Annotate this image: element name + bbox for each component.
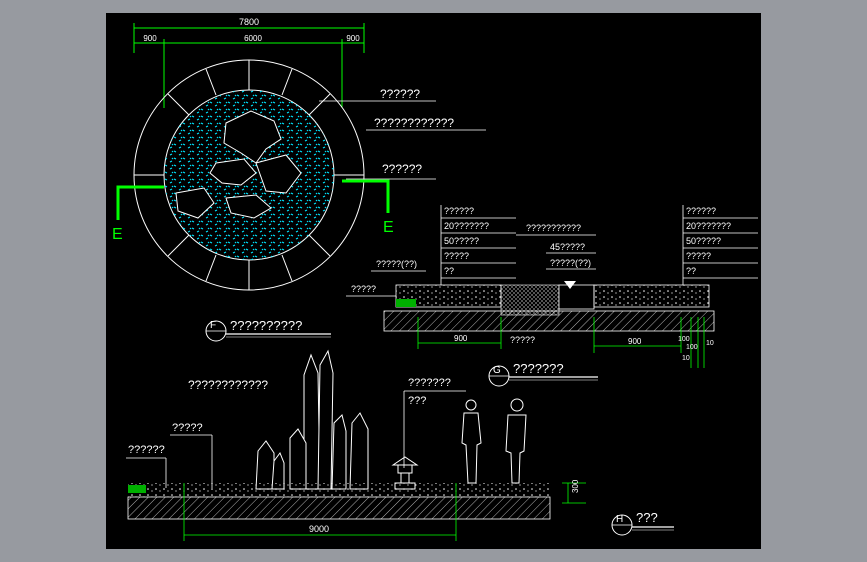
section-f-title: ??????????	[230, 318, 302, 333]
dim-right: 900	[346, 34, 360, 43]
elevation-label-3: ???????	[408, 377, 451, 389]
plan-dimensions	[133, 23, 365, 108]
section-cut-label-left: E	[112, 226, 123, 243]
f-right-label-1: ??????	[686, 206, 716, 216]
plan-view: 7800 900 6000 900	[112, 17, 486, 291]
section-cut-label-right: E	[383, 219, 394, 236]
elevation-label-4: ???	[408, 395, 426, 407]
f-dim-2: 900	[628, 337, 642, 346]
f-right-label-3: 50?????	[686, 236, 721, 246]
f-dim-1: 900	[454, 334, 468, 343]
f-right-label-4: ?????	[686, 251, 711, 261]
plan-leaders	[319, 100, 486, 180]
dim-overall: 7800	[239, 17, 259, 27]
f-left-label: ?????(??)	[376, 259, 417, 269]
f-dim-3: 100	[678, 336, 690, 343]
dim-left: 900	[143, 34, 157, 43]
f-right-label-2: 20???????	[686, 221, 731, 231]
human-figures	[461, 398, 527, 484]
f-top-label: ???????????	[526, 223, 581, 233]
f-right-label-5: ??	[686, 266, 696, 276]
f-bottom-label: ?????	[510, 335, 535, 345]
elevation-dim-1: 9000	[309, 524, 329, 534]
section-g-title: ???????	[513, 361, 564, 376]
f-mid-label-1: 45?????	[550, 242, 585, 252]
cad-drawing-canvas: 7800 900 6000 900	[106, 13, 761, 549]
plan-leader-2: ????????????	[374, 116, 454, 130]
f-left-label-1: ??????	[444, 206, 474, 216]
elevation-marker-letter: H	[616, 514, 623, 525]
plan-leader-1: ??????	[380, 87, 420, 101]
elevation-dim-2: 300	[571, 479, 580, 493]
f-dim-5: 10	[706, 340, 714, 347]
elevation-marker-title: ???	[636, 510, 658, 525]
plan-leader-3: ??????	[382, 162, 422, 176]
elevation-title: ????????????	[188, 378, 268, 392]
f-dim-4: 100	[686, 344, 698, 351]
section-cut-marks	[116, 179, 390, 220]
elevation-label-2: ?????	[172, 422, 203, 434]
f-left-label-5: ??	[444, 266, 454, 276]
f-left-label-2: 20???????	[444, 221, 489, 231]
ring-segments	[134, 60, 364, 290]
section-f-marker-letter: F	[210, 320, 216, 331]
f-left-label-3: 50?????	[444, 236, 479, 246]
section-g: G ???????	[488, 361, 598, 387]
section-g-marker-letter: G	[493, 365, 501, 376]
f-mid-label-2: ?????(??)	[550, 258, 591, 268]
section-f: ?????? 20??????? 50????? ????? ?? ??????…	[205, 205, 758, 368]
dim-middle: 6000	[244, 34, 262, 43]
elevation-label-1: ??????	[128, 444, 165, 456]
elevation-h: ???????????? ?????? ????? ??????? ???	[126, 349, 674, 541]
f-side-label: ?????	[351, 284, 376, 294]
f-dim-6: 10	[682, 355, 690, 362]
f-left-label-4: ?????	[444, 251, 469, 261]
rock-islands	[175, 110, 302, 219]
